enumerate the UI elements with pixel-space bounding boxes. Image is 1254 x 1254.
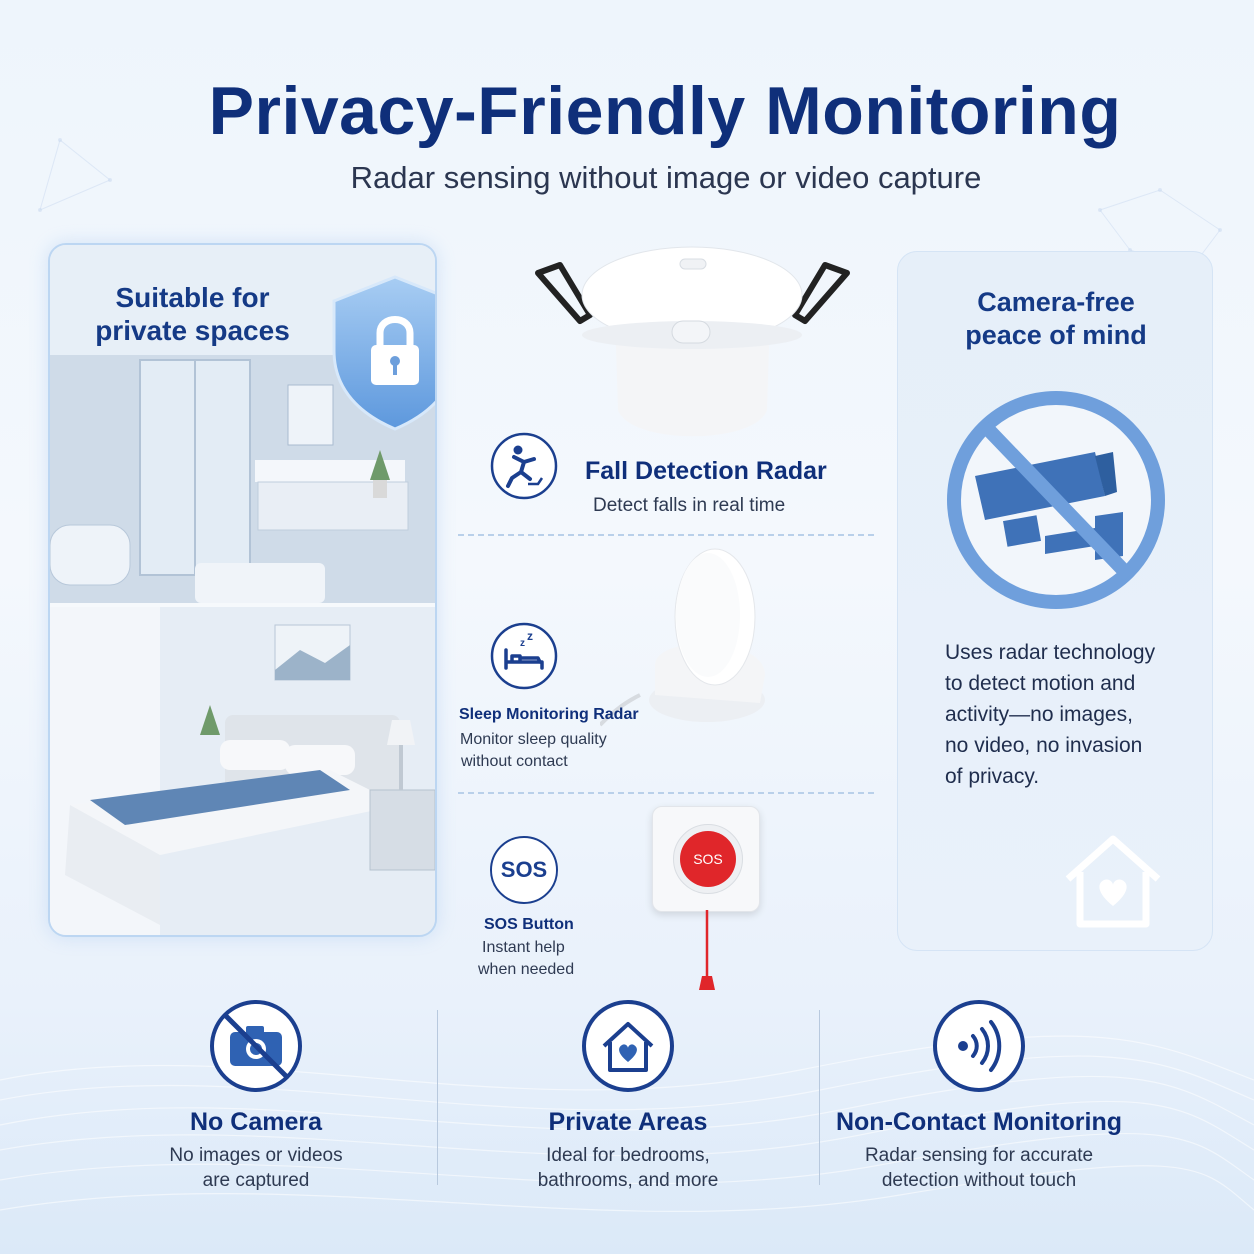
sos-title: SOS Button [484, 916, 574, 933]
fall-person-icon [490, 432, 558, 500]
feature-non-contact-desc-line1: Radar sensing for accurate [864, 1145, 1094, 1166]
divider-1 [458, 534, 874, 536]
radar-waves-icon [933, 1000, 1025, 1092]
room-illustration [50, 245, 435, 935]
svg-text:z: z [520, 638, 525, 649]
sos-button-device: SOS [652, 806, 760, 912]
sos-icon: SOS [490, 836, 558, 904]
private-spaces-title-line1: Suitable for [115, 282, 270, 313]
camera-free-text-line5: of privacy. [945, 765, 1040, 788]
private-spaces-panel: Suitable for private spaces [48, 243, 437, 937]
sos-pull-cord [699, 910, 715, 990]
feature-no-camera-title: No Camera [190, 1108, 322, 1136]
private-spaces-title-line2: private spaces [95, 315, 290, 346]
shield-lock-icon [332, 275, 435, 431]
feature-non-contact-title: Non-Contact Monitoring [835, 1108, 1123, 1136]
no-camera-icon [947, 391, 1165, 609]
feature-separator-2 [819, 1010, 820, 1185]
house-heart-icon [1065, 835, 1161, 928]
feature-non-contact-desc-line2: detection without touch [881, 1170, 1077, 1191]
sleep-radar-title: Sleep Monitoring Radar [459, 706, 639, 723]
sleep-radar-desc-line1: Monitor sleep quality [460, 731, 607, 748]
camera-free-panel: Camera-free peace of mind Uses radar tec… [897, 251, 1213, 951]
camera-free-text: Uses radar technology to detect motion a… [945, 637, 1205, 792]
feature-no-camera-desc-line1: No images or videos [169, 1145, 343, 1166]
sos-desc-line1: Instant help [482, 939, 565, 956]
sleep-radar-device [600, 548, 765, 727]
sleep-bed-icon: z z [490, 622, 558, 690]
fall-radar-device [535, 246, 850, 437]
camera-free-title: Camera-free peace of mind [898, 286, 1214, 352]
feature-private-areas-desc-line1: Ideal for bedrooms, [546, 1145, 710, 1166]
sleep-radar-desc-line2: without contact [461, 753, 568, 770]
feature-private-areas-title: Private Areas [548, 1108, 708, 1136]
feature-no-camera-desc-line2: are captured [202, 1170, 310, 1191]
camera-free-title-line2: peace of mind [965, 320, 1147, 350]
feature-no-camera: No Camera No images or videos are captur… [76, 998, 436, 1193]
fall-radar-title: Fall Detection Radar [585, 457, 827, 485]
camera-free-text-line4: no video, no invasion [945, 734, 1143, 757]
fall-radar-desc: Detect falls in real time [593, 495, 786, 516]
page-title: Privacy-Friendly Monitoring [208, 73, 1122, 149]
camera-free-text-line2: to detect motion and [945, 672, 1136, 695]
feature-private-areas: Private Areas Ideal for bedrooms, bathro… [448, 998, 808, 1193]
sos-desc-line2: when needed [478, 961, 575, 978]
page-subtitle: Radar sensing without image or video cap… [350, 160, 982, 195]
private-spaces-title: Suitable for private spaces [50, 281, 335, 347]
no-camera-icon [210, 1000, 302, 1092]
camera-free-text-line1: Uses radar technology [945, 641, 1156, 664]
feature-private-areas-desc-line2: bathrooms, and more [537, 1170, 719, 1191]
feature-non-contact: Non-Contact Monitoring Radar sensing for… [799, 998, 1159, 1193]
divider-2 [458, 792, 874, 794]
house-heart-icon [582, 1000, 674, 1092]
feature-separator-1 [437, 1010, 438, 1185]
svg-text:z: z [527, 629, 533, 643]
sos-red-button: SOS [680, 831, 736, 887]
camera-free-title-line1: Camera-free [977, 287, 1135, 317]
camera-free-text-line3: activity—no images, [945, 703, 1133, 726]
